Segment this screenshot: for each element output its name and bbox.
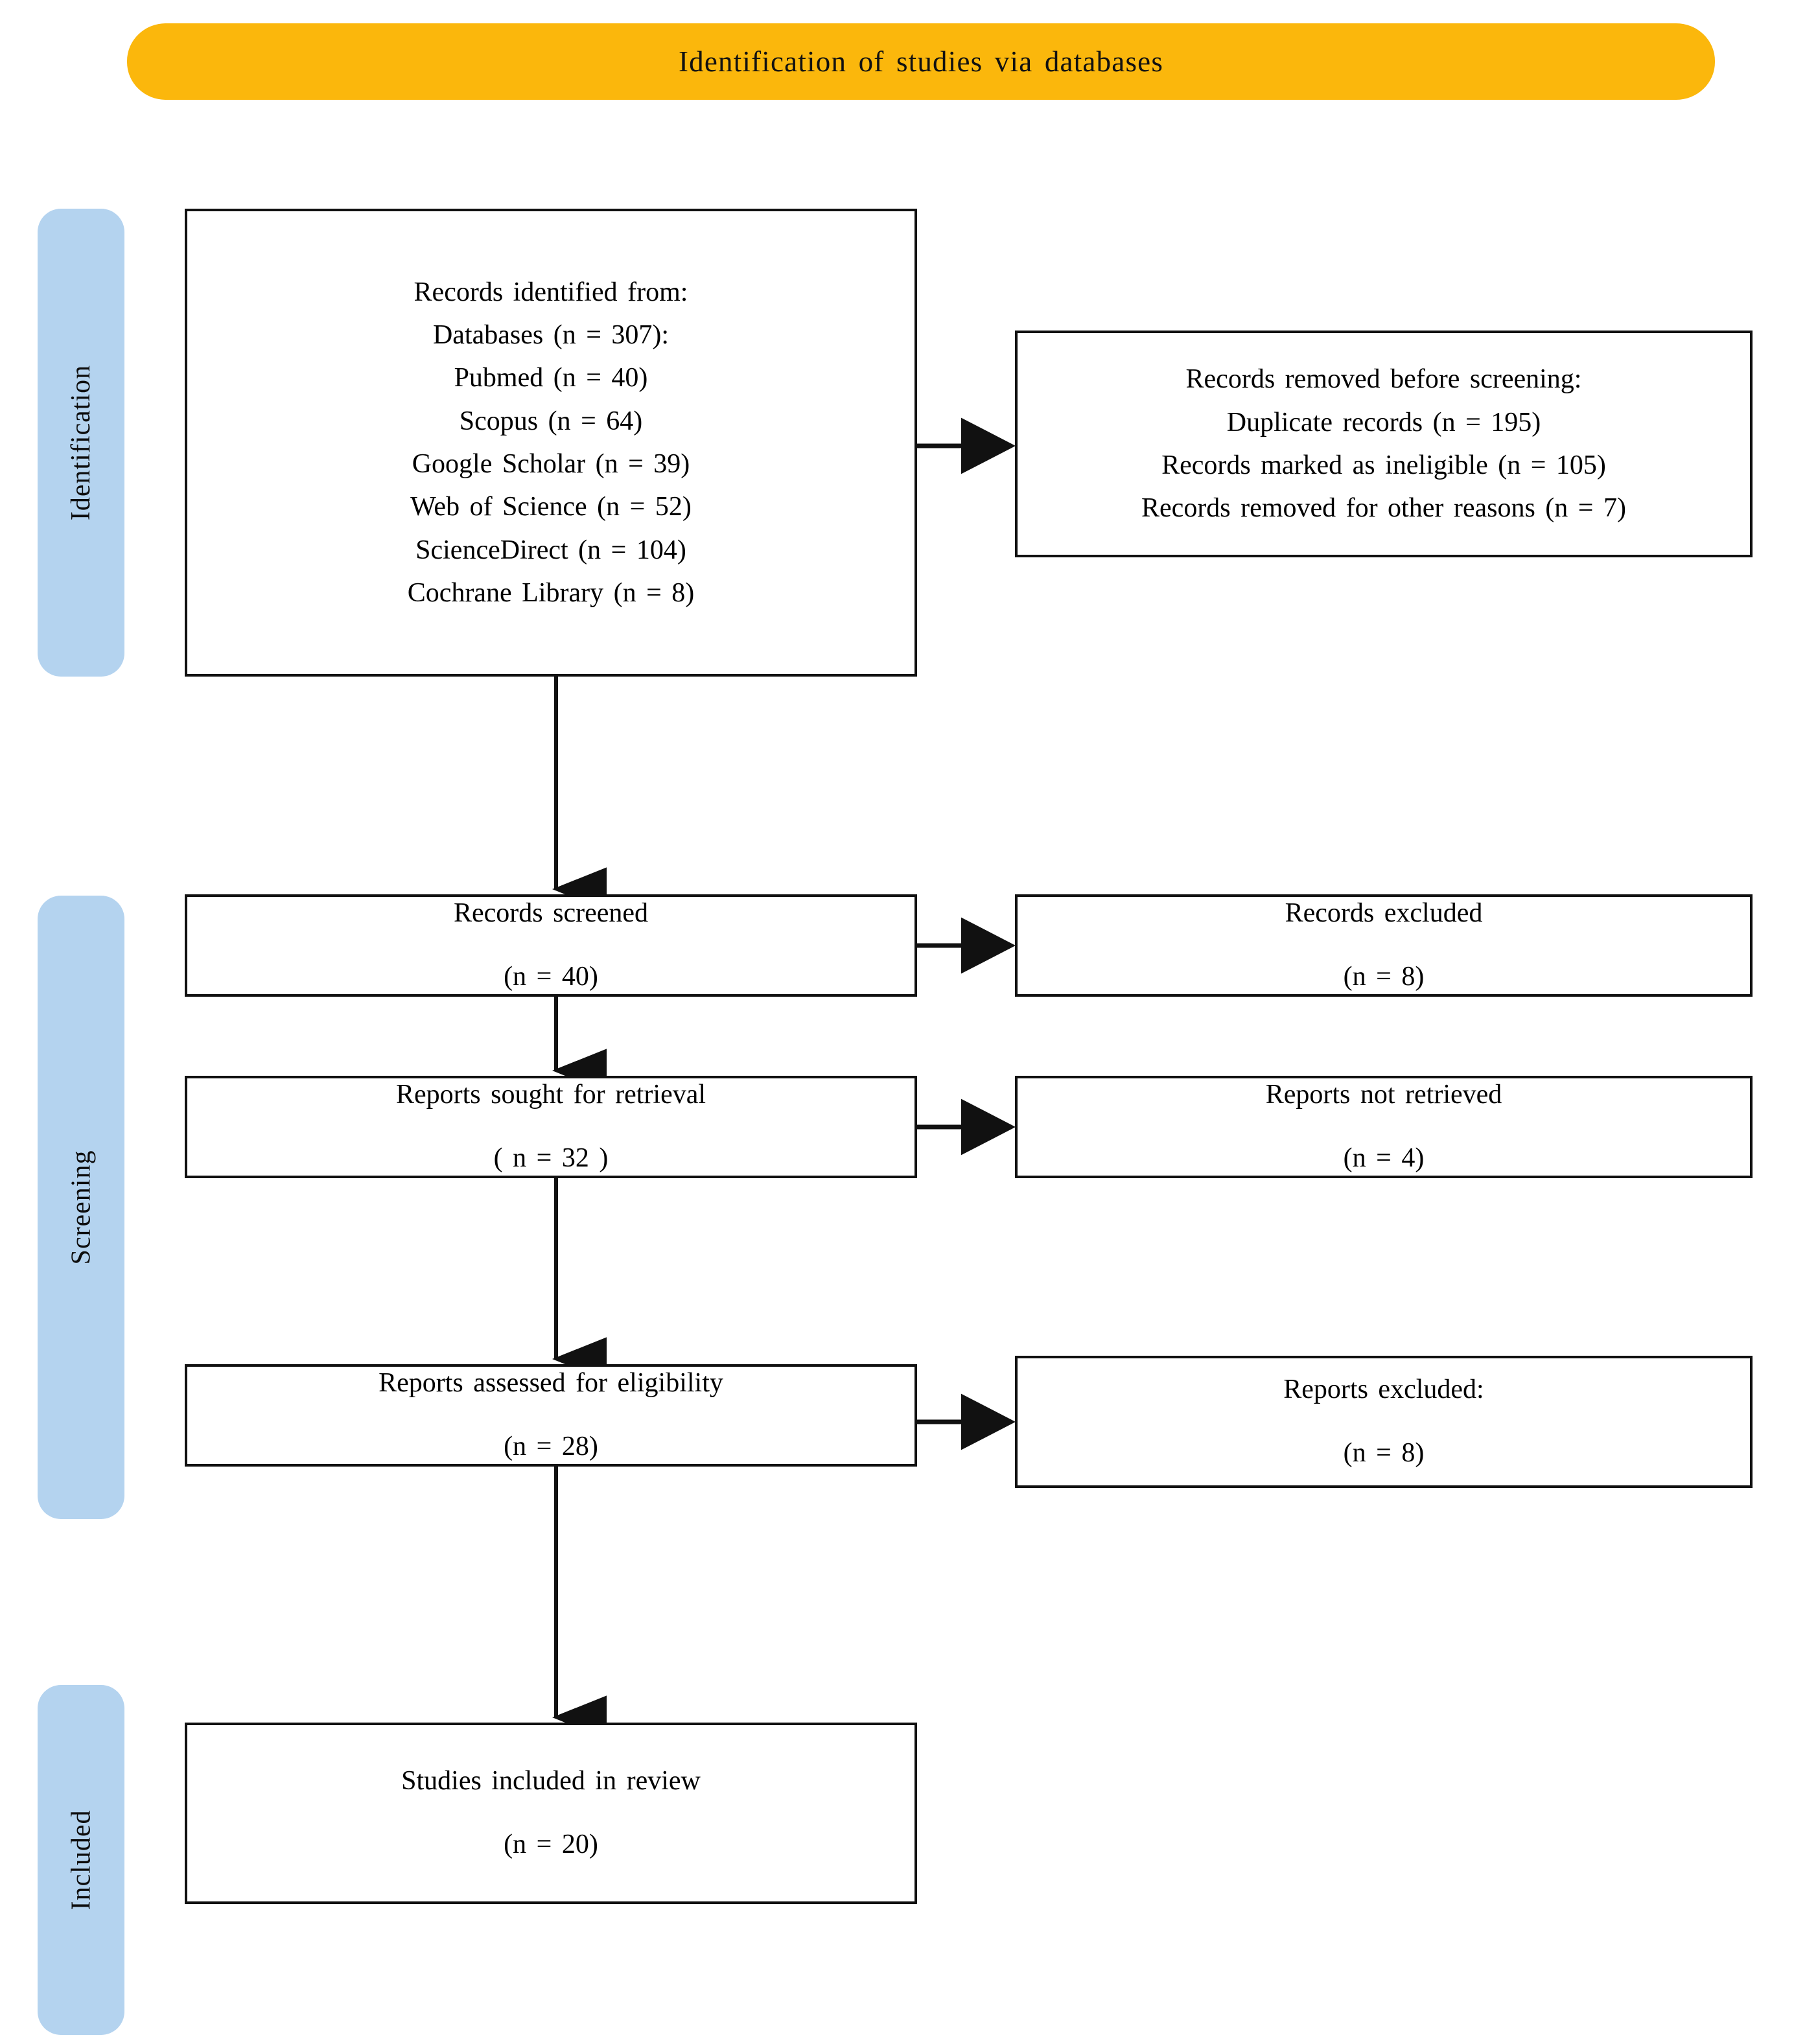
reports-excluded-count: (n = 8) bbox=[1343, 1438, 1425, 1468]
stage-label-included: Included bbox=[38, 1685, 124, 2035]
records-identified-line-1: Databases (n = 307): bbox=[432, 319, 670, 350]
records-excluded-count: (n = 8) bbox=[1343, 962, 1425, 992]
records-identified-line-5: Web of Science (n = 52) bbox=[410, 492, 692, 522]
records-removed-line-1: Duplicate records (n = 195) bbox=[1226, 407, 1541, 437]
reports-assessed-count: (n = 28) bbox=[504, 1432, 598, 1461]
records-screened-label: Records screened bbox=[453, 898, 649, 929]
box-records-identified: Records identified from: Databases (n = … bbox=[185, 209, 917, 677]
box-reports-sought: Reports sought for retrieval ( n = 32 ) bbox=[185, 1076, 917, 1178]
reports-excluded-label: Reports excluded: bbox=[1283, 1375, 1484, 1405]
box-reports-not-retrieved: Reports not retrieved (n = 4) bbox=[1015, 1076, 1753, 1178]
records-identified-line-3: Scopus (n = 64) bbox=[459, 406, 643, 436]
records-screened-count: (n = 40) bbox=[504, 962, 598, 992]
studies-included-label: Studies included in review bbox=[401, 1766, 701, 1796]
header-banner: Identification of studies via databases bbox=[127, 23, 1715, 100]
records-removed-line-3: Records removed for other reasons (n = 7… bbox=[1141, 493, 1626, 524]
banner-title: Identification of studies via databases bbox=[678, 45, 1164, 78]
box-records-screened: Records screened (n = 40) bbox=[185, 894, 917, 997]
box-studies-included: Studies included in review (n = 20) bbox=[185, 1723, 917, 1904]
box-records-excluded: Records excluded (n = 8) bbox=[1015, 894, 1753, 997]
reports-sought-label: Reports sought for retrieval bbox=[395, 1080, 706, 1110]
stage-label-identification-text: Identification bbox=[66, 364, 96, 521]
box-reports-assessed: Reports assessed for eligibility (n = 28… bbox=[185, 1364, 917, 1467]
reports-not-retrieved-count: (n = 4) bbox=[1343, 1143, 1425, 1173]
records-identified-line-7: Cochrane Library (n = 8) bbox=[407, 578, 695, 609]
records-identified-line-0: Records identified from: bbox=[414, 277, 688, 307]
stage-label-screening-text: Screening bbox=[66, 1150, 97, 1265]
records-identified-line-2: Pubmed (n = 40) bbox=[454, 363, 648, 393]
stage-label-screening: Screening bbox=[38, 896, 124, 1519]
reports-not-retrieved-label: Reports not retrieved bbox=[1265, 1080, 1502, 1110]
reports-sought-count: ( n = 32 ) bbox=[493, 1143, 609, 1173]
records-excluded-label: Records excluded bbox=[1285, 898, 1483, 929]
records-removed-line-2: Records marked as ineligible (n = 105) bbox=[1161, 450, 1606, 480]
stage-label-identification: Identification bbox=[38, 209, 124, 677]
box-reports-excluded: Reports excluded: (n = 8) bbox=[1015, 1356, 1753, 1488]
stage-label-included-text: Included bbox=[66, 1809, 97, 1910]
reports-assessed-label: Reports assessed for eligibility bbox=[379, 1368, 723, 1399]
studies-included-count: (n = 20) bbox=[504, 1829, 598, 1859]
box-records-removed: Records removed before screening: Duplic… bbox=[1015, 331, 1753, 557]
records-identified-line-6: ScienceDirect (n = 104) bbox=[415, 535, 686, 565]
records-identified-line-4: Google Scholar (n = 39) bbox=[412, 449, 690, 479]
records-removed-line-0: Records removed before screening: bbox=[1185, 364, 1582, 395]
